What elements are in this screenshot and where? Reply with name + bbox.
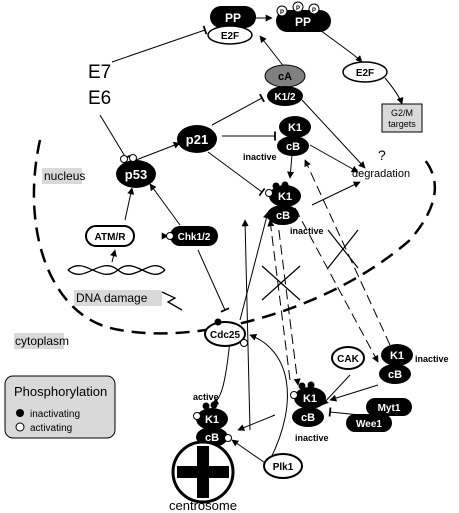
- activating-dot-icon: [15, 422, 25, 432]
- e2f-bound-label: E2F: [221, 31, 239, 42]
- cyclinA-k12-complex: cA K1/2: [264, 64, 306, 106]
- e2f-free-node: [342, 61, 388, 83]
- interaction-lines: [99, 14, 404, 466]
- dna-damage-label-bg: [74, 290, 162, 306]
- plk1-node-group: Plk1: [263, 453, 303, 479]
- phospho-marker: [276, 5, 288, 17]
- p21-node: [177, 125, 217, 153]
- degradation-label: degradation: [352, 168, 410, 180]
- cak-node-group: CAK: [331, 346, 365, 370]
- p21-label: p21: [186, 132, 208, 147]
- dna-icon: [67, 265, 166, 275]
- phospho-marker: [292, 1, 304, 13]
- k1-cb-nuclear: K1 cB inactive: [265, 181, 324, 236]
- e2f-free: E2F: [342, 61, 388, 83]
- cdc25-node-group: Cdc25: [204, 318, 248, 347]
- phospho-marker: [308, 3, 320, 15]
- centrosome-icon: [171, 440, 235, 504]
- plk1-label: Plk1: [273, 462, 294, 473]
- k1-label: K1: [205, 414, 219, 426]
- g2m-targets-line1: G2/M: [391, 108, 413, 118]
- k1-cb-active: active K1 cB: [193, 392, 232, 447]
- e2f-free-label: E2F: [356, 68, 374, 79]
- e7-label: E7: [88, 62, 111, 83]
- cak-label: CAK: [337, 354, 359, 365]
- p21-node-group: p21: [177, 125, 217, 153]
- inactive-label: inactive: [243, 152, 277, 162]
- k12-node: [267, 86, 303, 106]
- legend-activating: activating: [30, 423, 72, 434]
- k1-label: K1: [303, 393, 317, 405]
- cb-label: cB: [286, 141, 300, 153]
- ca-label: cA: [278, 71, 292, 83]
- dna-damage-label: DNA damage: [76, 291, 148, 305]
- g2m-targets-line2: targets: [388, 119, 416, 129]
- g2m-targets-box: G2/M targets: [381, 103, 423, 133]
- chk12-label: Chk1/2: [178, 232, 211, 243]
- e6-label: E6: [88, 88, 111, 109]
- chk12-node-group: Chk1/2: [166, 226, 218, 246]
- e2f-bound-node: [207, 25, 253, 45]
- k1-label: K1: [288, 122, 302, 134]
- lightning-icon: [161, 291, 183, 311]
- cb-label: cB: [276, 210, 290, 222]
- p53-node-group: p53: [116, 154, 156, 188]
- myt1-wee1-group: Myt1 Wee1: [346, 398, 412, 432]
- wee1-label: Wee1: [356, 419, 382, 430]
- cdc25-label: Cdc25: [210, 330, 240, 341]
- cytoplasm-label: cytoplasm: [15, 334, 69, 348]
- phospho-label: P: [280, 10, 284, 16]
- nuclear-envelope: [32, 139, 437, 335]
- nucleus-label-bg: [42, 168, 82, 184]
- phospho-label: P: [296, 6, 300, 12]
- blocked-transport-marks: [261, 229, 359, 301]
- p53-node: [116, 160, 156, 188]
- legend-inactivating: inactivating: [30, 409, 80, 420]
- myt1-label: Myt1: [378, 403, 401, 414]
- k1-label: K1: [278, 191, 292, 203]
- k1-label: K1: [390, 350, 404, 362]
- phospho-label: P: [312, 8, 316, 14]
- pp-phos-node: [276, 10, 331, 32]
- pp-e2f-complex: PP E2F: [207, 6, 256, 45]
- legend-title: Phosphorylation: [14, 384, 107, 399]
- question-mark: ?: [378, 147, 386, 163]
- p53-label: p53: [125, 167, 147, 182]
- cb-label: cB: [388, 369, 402, 381]
- cytoplasm-label-bg: [14, 333, 64, 349]
- cb-label: cB: [301, 412, 315, 424]
- centrosome-label: centrosome: [169, 498, 237, 513]
- pp-node: [210, 6, 256, 28]
- inactive-label: inactive: [415, 354, 449, 364]
- k1-cb-cyt-lower: K1 cB inactive: [290, 381, 329, 443]
- pp-phosphorylated: PP P P P: [276, 1, 331, 32]
- k12-label: K1/2: [274, 92, 296, 103]
- phosphorylation-legend: Phosphorylation inactivating activating: [4, 375, 116, 439]
- atmr-node-group: ATM/R: [85, 225, 135, 247]
- nucleus-label: nucleus: [44, 169, 85, 183]
- inactivating-dot-icon: [16, 409, 24, 417]
- pp-label: PP: [225, 11, 241, 25]
- inactive-label: inactive: [295, 433, 329, 443]
- active-label: active: [193, 392, 219, 402]
- atmr-label: ATM/R: [95, 232, 127, 243]
- k1-cb-upper: K1 cB inactive: [243, 116, 311, 162]
- k1-cb-cyt-right: K1 cB inactive: [379, 344, 449, 384]
- inactive-label: inactive: [290, 226, 324, 236]
- pp-phos-label: PP: [295, 15, 311, 29]
